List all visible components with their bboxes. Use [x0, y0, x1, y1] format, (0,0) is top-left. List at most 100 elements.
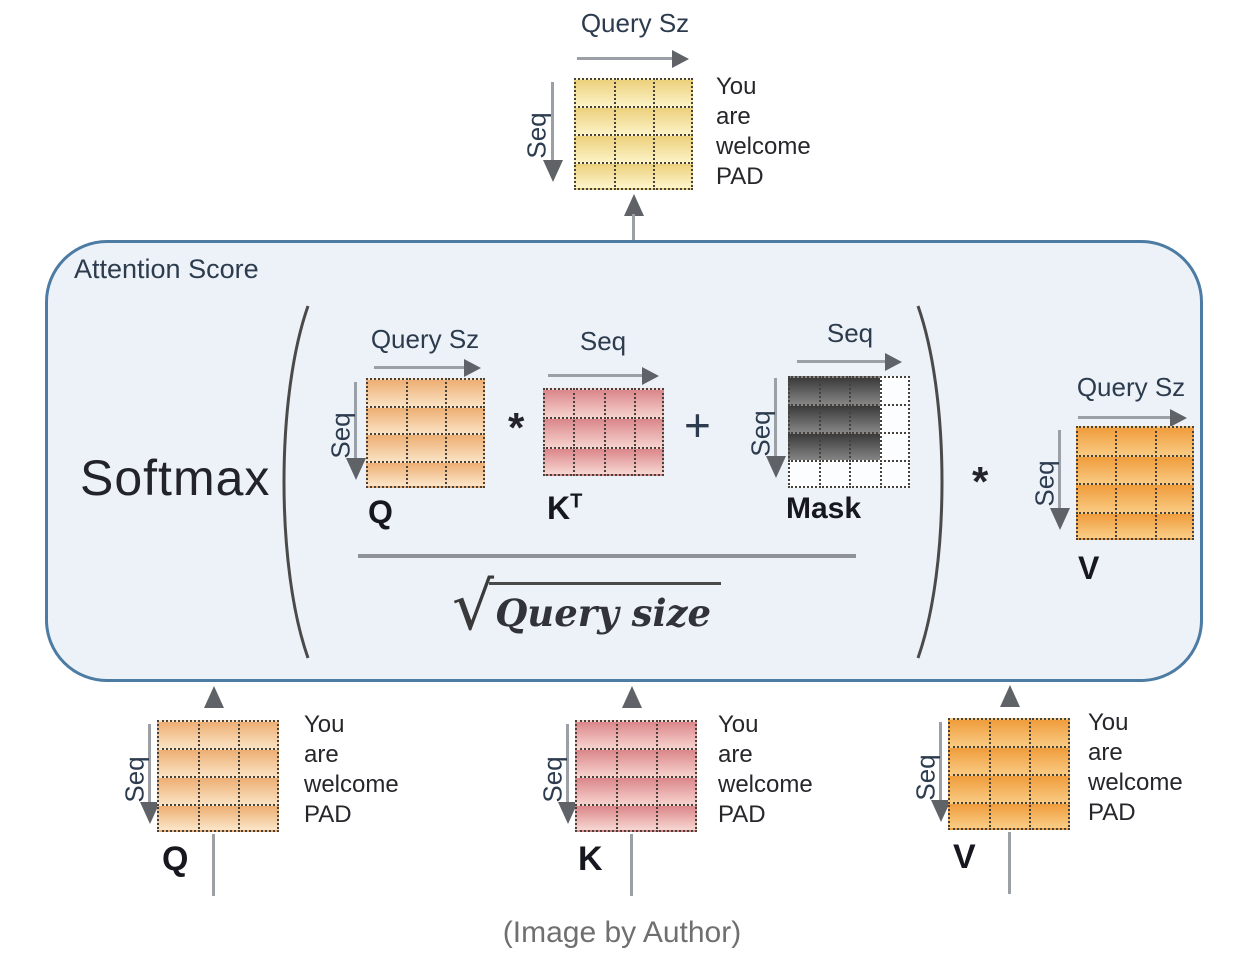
matrix-cell: [574, 134, 616, 164]
output-axis-top-arrow-line: [577, 57, 673, 60]
matrix-cell: [988, 746, 1032, 776]
matrix-cell: [366, 378, 408, 408]
matrix-cell: [818, 376, 851, 406]
k-input-arrowhead-icon: [622, 686, 642, 708]
q-inner-seq-label: Seq: [325, 412, 356, 459]
matrix-cell: [988, 802, 1032, 830]
mask-axis-arrowhead-icon: [885, 353, 902, 371]
kt-axis-top-label: Seq: [579, 326, 627, 356]
matrix-cell: [238, 720, 279, 750]
k-bottom-seq-label: Seq: [537, 756, 568, 803]
attention-score-title: Attention Score: [74, 254, 259, 284]
word-welcome: welcome: [716, 133, 811, 160]
kt-axis-arrowhead-icon: [642, 367, 659, 385]
mask-seq-arrow-line: [774, 378, 777, 458]
v-inner-axis-arrow-line: [1078, 416, 1172, 419]
matrix-cell: [1076, 511, 1118, 540]
kt-label-sup: T: [570, 490, 583, 513]
matrix-cell: [543, 417, 576, 449]
word-pad: PAD: [304, 801, 352, 828]
matrix-cell: [849, 376, 882, 406]
radical-icon: √: [452, 568, 495, 645]
matrix-cell: [157, 776, 200, 806]
matrix-cell: [788, 432, 821, 462]
v-inner-axis-arrowhead-icon: [1170, 409, 1187, 427]
k-bottom-label: K: [578, 840, 603, 878]
output-matrix: [574, 78, 693, 190]
q-inner-seq-arrowhead-icon: [346, 458, 366, 480]
word-are: are: [304, 741, 339, 768]
word-welcome: welcome: [1088, 769, 1183, 796]
word-welcome: welcome: [304, 771, 399, 798]
matrix-cell: [656, 748, 697, 778]
open-paren-icon: [282, 305, 310, 659]
matrix-cell: [948, 718, 991, 748]
matrix-cell: [445, 460, 485, 488]
v-bottom-label: V: [953, 838, 976, 876]
matrix-cell: [613, 106, 656, 136]
matrix-cell: [366, 405, 408, 435]
matrix-cell: [948, 774, 991, 804]
close-paren-icon: [916, 305, 944, 659]
matrix-cell: [615, 720, 659, 750]
box-to-output-arrowhead-icon: [624, 194, 644, 216]
word-welcome: welcome: [718, 771, 813, 798]
mask-matrix: [788, 376, 910, 488]
q-bottom-matrix: [157, 720, 279, 832]
matrix-cell: [1115, 483, 1157, 514]
matrix-cell: [445, 433, 485, 463]
word-you: You: [716, 73, 757, 100]
matrix-cell: [818, 404, 851, 434]
matrix-cell: [575, 720, 618, 750]
matrix-cell: [849, 432, 882, 462]
word-are: are: [716, 103, 751, 130]
output-axis-top-arrowhead-icon: [672, 50, 689, 68]
matrix-cell: [573, 417, 606, 449]
matrix-cell: [543, 388, 576, 420]
word-are: are: [718, 741, 753, 768]
matrix-cell: [574, 162, 616, 190]
matrix-cell: [366, 460, 408, 488]
k-input-arrow-line: [630, 834, 633, 896]
output-word-list: You are welcome PAD: [716, 72, 811, 192]
q-inner-axis-arrow-line: [374, 366, 466, 369]
matrix-cell: [653, 106, 693, 136]
v-input-arrow-line: [1008, 832, 1011, 894]
mask-axis-top-label: Seq: [826, 318, 874, 348]
matrix-cell: [1154, 511, 1194, 540]
matrix-cell: [1154, 454, 1194, 485]
matrix-cell: [653, 162, 693, 190]
matrix-cell: [656, 776, 697, 806]
v-inner-seq-arrow-line: [1058, 430, 1061, 510]
matrix-cell: [988, 774, 1032, 804]
kt-label-base: K: [547, 490, 571, 526]
matrix-cell: [613, 78, 656, 108]
matrix-cell: [238, 748, 279, 778]
matrix-cell: [615, 748, 659, 778]
matrix-cell: [788, 404, 821, 434]
q-inner-matrix: [366, 378, 485, 488]
q-inner-axis-top-label: Query Sz: [370, 324, 480, 354]
matrix-cell: [613, 134, 656, 164]
v-bottom-seq-arrowhead-icon: [931, 800, 951, 822]
kt-axis-arrow-line: [548, 374, 644, 377]
mask-seq-arrowhead-icon: [766, 456, 786, 478]
matrix-cell: [575, 776, 618, 806]
matrix-cell: [197, 804, 241, 832]
denominator-text: Query size: [489, 582, 722, 635]
matrix-cell: [238, 776, 279, 806]
matrix-cell: [603, 446, 636, 476]
matrix-cell: [879, 432, 910, 462]
v-bottom-matrix: [948, 718, 1070, 830]
matrix-cell: [818, 432, 851, 462]
q-bottom-seq-arrow-line: [148, 724, 151, 804]
matrix-cell: [1029, 746, 1070, 776]
word-pad: PAD: [718, 801, 766, 828]
matrix-cell: [653, 134, 693, 164]
matrix-cell: [948, 746, 991, 776]
output-axis-top-label: Query Sz: [580, 8, 690, 38]
v-input-arrowhead-icon: [1000, 685, 1020, 707]
v-inner-matrix: [1076, 426, 1194, 540]
word-are: are: [1088, 739, 1123, 766]
